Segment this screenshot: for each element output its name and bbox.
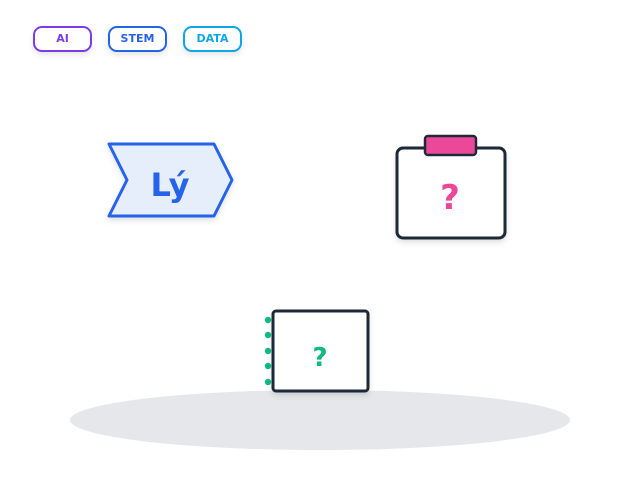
- notebook-ring: [264, 378, 272, 386]
- chevron-label: Lý: [150, 166, 189, 204]
- ground-shadow: [70, 390, 570, 450]
- notebook-question-mark: ?: [312, 343, 327, 373]
- tag-ai[interactable]: AI: [33, 26, 92, 52]
- notebook-ring: [264, 362, 272, 370]
- tag-stem[interactable]: STEM: [108, 26, 167, 52]
- clipboard-clip: [423, 134, 478, 157]
- notebook-ring: [264, 331, 272, 339]
- chevron-shape: [107, 142, 234, 218]
- tag-data[interactable]: DATA: [183, 26, 242, 52]
- notebook-card: [271, 309, 370, 393]
- clipboard-question-mark: ?: [440, 178, 460, 218]
- notebook-ring: [264, 316, 272, 324]
- notebook-ring: [264, 347, 272, 355]
- notebook-rings: [264, 316, 272, 386]
